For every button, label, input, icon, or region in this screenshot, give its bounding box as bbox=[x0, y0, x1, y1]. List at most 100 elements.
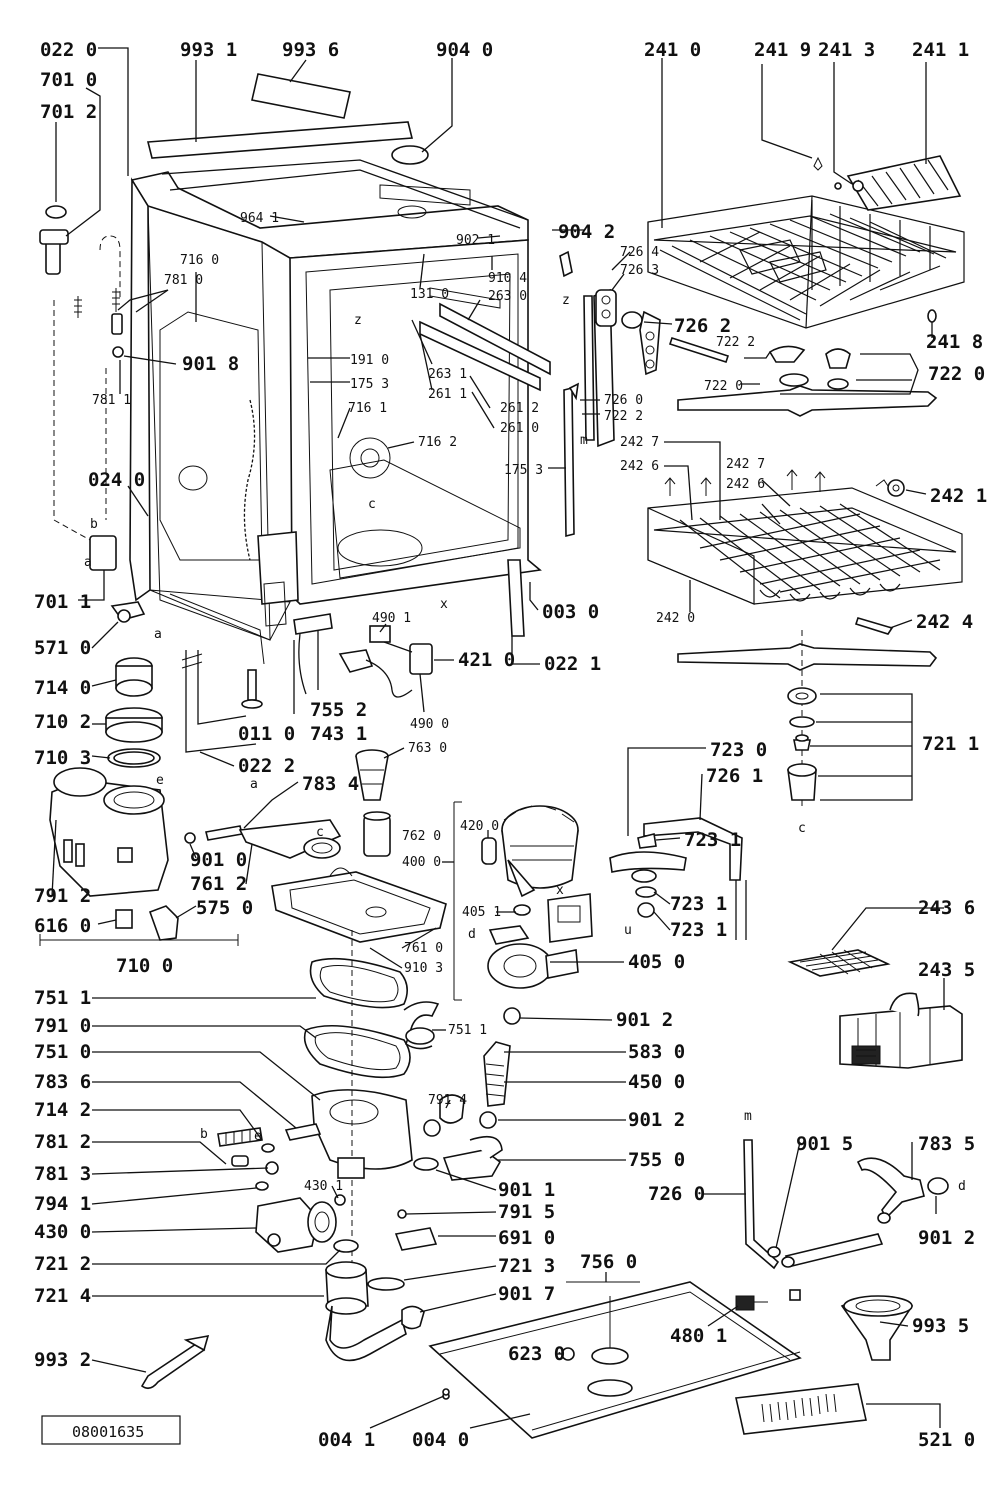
callout-2427a: 242 7 bbox=[620, 435, 659, 450]
callout-7161: 716 1 bbox=[348, 401, 387, 416]
callout-5210: 521 0 bbox=[918, 1429, 975, 1451]
ref-letter-d: d bbox=[468, 927, 476, 942]
callout-2436: 243 6 bbox=[918, 897, 975, 919]
callout-7511a: 751 1 bbox=[34, 987, 91, 1009]
ref-letter-m: m bbox=[744, 1109, 752, 1124]
callout-9017: 901 7 bbox=[498, 1283, 555, 1305]
ref-letter-e: e bbox=[254, 1129, 262, 1144]
drawing-number: 08001635 bbox=[72, 1423, 144, 1441]
ref-letter-c: c bbox=[798, 821, 806, 836]
callout-1310: 131 0 bbox=[410, 287, 449, 302]
ref-letter-a: a bbox=[154, 627, 162, 642]
callout-0221: 022 1 bbox=[544, 653, 601, 675]
callout-6910: 691 0 bbox=[498, 1227, 555, 1249]
screw-0110 bbox=[241, 669, 263, 709]
callout-4801: 480 1 bbox=[670, 1325, 727, 1347]
callout-7222b: 722 2 bbox=[604, 409, 643, 424]
callout-7612: 761 2 bbox=[190, 873, 247, 895]
callout-7160: 716 0 bbox=[180, 253, 219, 268]
callout-4301: 430 1 bbox=[304, 1179, 343, 1194]
callout-7813: 781 3 bbox=[34, 1163, 91, 1185]
cup-shelf-2411 bbox=[846, 155, 962, 211]
callout-2610: 261 0 bbox=[500, 421, 539, 436]
hose-0222 bbox=[181, 650, 257, 753]
callout-7811: 781 1 bbox=[92, 393, 131, 408]
callout-4500: 450 0 bbox=[628, 1071, 685, 1093]
upper-spray-arm-assembly-7220 bbox=[668, 336, 938, 417]
hose-clamps-and-elbow bbox=[413, 1094, 503, 1181]
callout-7230: 723 0 bbox=[710, 739, 767, 761]
callout-9040: 904 0 bbox=[436, 39, 493, 61]
callout-2426a: 242 6 bbox=[620, 459, 659, 474]
callout-7220b: 722 0 bbox=[928, 363, 985, 385]
callout-7834: 783 4 bbox=[302, 773, 359, 795]
callout-4050: 405 0 bbox=[628, 951, 685, 973]
callout-9936: 993 6 bbox=[282, 39, 339, 61]
callout-5710: 571 0 bbox=[34, 637, 91, 659]
salt-container-7100 bbox=[39, 657, 239, 946]
callout-1753a: 175 3 bbox=[350, 377, 389, 392]
cap-9040 bbox=[391, 145, 429, 165]
callout-7560: 756 0 bbox=[580, 1251, 637, 1273]
callout-7264: 726 4 bbox=[620, 245, 659, 260]
callout-9015: 901 5 bbox=[796, 1133, 853, 1155]
callout-7510: 751 0 bbox=[34, 1041, 91, 1063]
callout-7912: 791 2 bbox=[34, 885, 91, 907]
circulation-motor-4000 bbox=[453, 801, 593, 1025]
ref-letter-a: a bbox=[250, 777, 258, 792]
ref-letter-z: z bbox=[562, 293, 570, 308]
ref-letter-z: z bbox=[354, 313, 362, 328]
callout-7231b: 723 1 bbox=[670, 893, 727, 915]
callout-9932: 993 2 bbox=[34, 1349, 91, 1371]
callout-7552: 755 2 bbox=[310, 699, 367, 721]
connector-4801 bbox=[735, 1289, 801, 1311]
callout-2420: 242 0 bbox=[656, 611, 695, 626]
callout-1910: 191 0 bbox=[350, 353, 389, 368]
callout-7231a: 723 1 bbox=[684, 829, 741, 851]
screw-0041 bbox=[442, 1388, 450, 1396]
ref-letter-m: m bbox=[580, 433, 588, 448]
wrench-9932 bbox=[140, 1334, 210, 1390]
callout-2427b: 242 7 bbox=[726, 457, 765, 472]
callout-7910: 791 0 bbox=[34, 1015, 91, 1037]
wiring-assembly-4900 bbox=[338, 625, 433, 698]
callout-0030: 003 0 bbox=[542, 601, 599, 623]
callout-7836: 783 6 bbox=[34, 1071, 91, 1093]
wheel-2421 bbox=[875, 479, 905, 497]
callout-6230: 623 0 bbox=[508, 1343, 565, 1365]
callout-7262: 726 2 bbox=[674, 315, 731, 337]
dishwasher-tub-frame bbox=[129, 159, 551, 665]
bracket-7552-7431 bbox=[293, 613, 333, 695]
connector-5710 bbox=[110, 601, 146, 623]
callout-7812: 781 2 bbox=[34, 1131, 91, 1153]
reference-letters: z z c c c x x a a a b b d d e e m m u bbox=[84, 293, 966, 1194]
elbow-7511 bbox=[403, 1001, 440, 1050]
callout-7162: 716 2 bbox=[418, 435, 457, 450]
callout-902: 902 1 bbox=[456, 233, 495, 248]
callout-2418: 241 8 bbox=[926, 331, 983, 353]
callout-9935: 993 5 bbox=[912, 1315, 969, 1337]
ref-letter-d: d bbox=[958, 1179, 966, 1194]
ref-letter-u: u bbox=[624, 923, 632, 938]
callout-7630: 763 0 bbox=[408, 741, 447, 756]
callout-6160: 616 0 bbox=[34, 915, 91, 937]
heater-4500 bbox=[479, 1041, 511, 1129]
callout-0040: 004 0 bbox=[412, 1429, 469, 1451]
water-pipe-7260 bbox=[743, 1139, 884, 1270]
callout-0041: 004 1 bbox=[318, 1429, 375, 1451]
small-parts-upper-rack bbox=[813, 156, 937, 323]
callout-9012c: 901 2 bbox=[918, 1227, 975, 1249]
callout-7941: 794 1 bbox=[34, 1193, 91, 1215]
callout-2410: 241 0 bbox=[644, 39, 701, 61]
callout-7102: 710 2 bbox=[34, 711, 91, 733]
ref-letter-e: e bbox=[156, 773, 164, 788]
callout-7211a: 721 1 bbox=[922, 733, 979, 755]
callout-9104: 910 4 bbox=[488, 271, 527, 286]
sensor-6910 bbox=[394, 1209, 438, 1251]
callout-9042: 904 2 bbox=[558, 221, 615, 243]
callout-7103: 710 3 bbox=[34, 747, 91, 769]
callout-4210: 421 0 bbox=[458, 649, 515, 671]
callout-4901a: 490 1 bbox=[372, 611, 411, 626]
callout-7620: 762 0 bbox=[402, 829, 441, 844]
